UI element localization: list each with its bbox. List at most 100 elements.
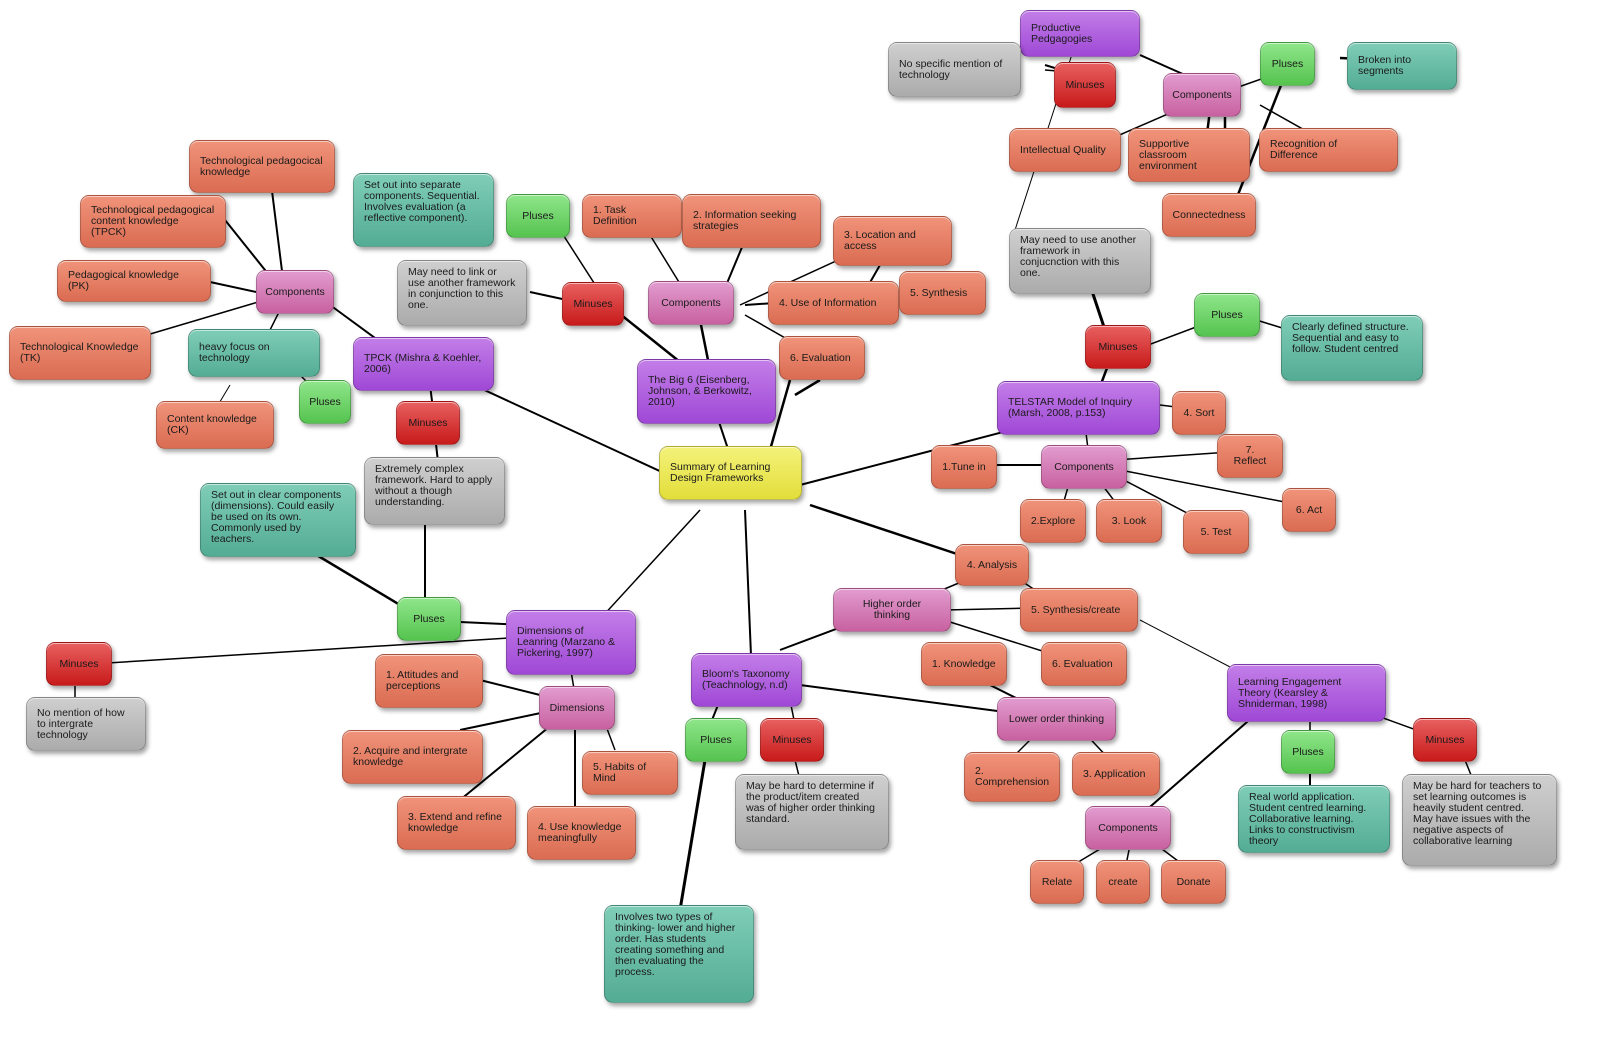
note-may-need-link[interactable]: May need to link or use another framewor… xyxy=(397,260,527,326)
framework-label: TELSTAR Model of Inquiry (Marsh, 2008, p… xyxy=(1008,396,1133,419)
item-reflect[interactable]: 7. Reflect xyxy=(1217,434,1283,478)
minuses-node[interactable]: Minuses xyxy=(760,718,824,762)
pluses-node[interactable]: Pluses xyxy=(1260,42,1315,86)
framework-productive-pedagogies[interactable]: Productive Pedgagogies xyxy=(1020,10,1140,57)
item-label: Connectedness xyxy=(1172,208,1246,221)
minuses-node[interactable]: Minuses xyxy=(396,401,460,445)
components-node[interactable]: Components xyxy=(1163,73,1241,117)
framework-tpck[interactable]: TPCK (Mishra & Koehler, 2006) xyxy=(353,337,494,391)
dimensions-label: Dimensions xyxy=(549,701,605,714)
item-comprehension[interactable]: 2. Comprehension xyxy=(964,752,1060,802)
item-evaluation[interactable]: 6. Evaluation xyxy=(1041,642,1127,686)
item-use-knowledge[interactable]: 4. Use knowledge meaningfully xyxy=(527,806,636,860)
item-task-definition[interactable]: 1. Task Definition xyxy=(582,194,682,238)
note-heavy-focus-technology[interactable]: heavy focus on technology xyxy=(188,329,320,377)
item-donate[interactable]: Donate xyxy=(1161,860,1226,904)
minuses-node[interactable]: Minuses xyxy=(1054,62,1116,108)
framework-big-6[interactable]: The Big 6 (Eisenberg, Johnson, & Berkowi… xyxy=(637,359,776,424)
note-text: May need to link or use another framewor… xyxy=(408,266,516,311)
pluses-node[interactable]: Pluses xyxy=(506,194,570,238)
note-set-out-separate[interactable]: Set out into separate components. Sequen… xyxy=(353,173,494,247)
dimensions-node[interactable]: Dimensions xyxy=(539,686,615,730)
components-node[interactable]: Components xyxy=(648,281,734,325)
root-node[interactable]: Summary of Learning Design Frameworks xyxy=(659,446,802,500)
note-text: No specific mention of technology xyxy=(899,57,1003,81)
note-extremely-complex[interactable]: Extremely complex framework. Hard to app… xyxy=(364,457,505,525)
framework-telstar[interactable]: TELSTAR Model of Inquiry (Marsh, 2008, p… xyxy=(997,381,1160,435)
edge xyxy=(1134,714,1256,821)
pluses-node[interactable]: Pluses xyxy=(1281,730,1335,774)
item-label: 1.Tune in xyxy=(942,460,986,473)
item-label: Technological pedagocical knowledge xyxy=(200,154,323,178)
item-label: 3. Location and access xyxy=(844,229,916,252)
minuses-node[interactable]: Minuses xyxy=(1085,325,1151,369)
framework-dimensions-of-learning[interactable]: Dimensions of Leanring (Marzano & Picker… xyxy=(506,610,636,675)
item-tune-in[interactable]: 1.Tune in xyxy=(931,445,997,489)
item-use-of-information[interactable]: 4. Use of Information xyxy=(768,281,899,325)
pluses-node[interactable]: Pluses xyxy=(685,718,747,762)
edge xyxy=(799,424,1031,486)
pluses-node[interactable]: Pluses xyxy=(1194,293,1260,337)
note-no-technology[interactable]: No specific mention of technology xyxy=(888,42,1021,97)
note-text: May need to use another framework in con… xyxy=(1020,234,1137,279)
components-node[interactable]: Components xyxy=(1085,806,1171,850)
note-broken-into-segments[interactable]: Broken into segments xyxy=(1347,42,1457,90)
note-text: May be hard for teachers to set learning… xyxy=(1413,780,1542,847)
lower-order-thinking-node[interactable]: Lower order thinking xyxy=(997,697,1116,741)
item-knowledge[interactable]: 1. Knowledge xyxy=(921,642,1007,686)
item-analysis[interactable]: 4. Analysis xyxy=(955,544,1029,586)
item-recognition-of-difference[interactable]: Recognition of Difference xyxy=(1259,128,1398,172)
item-supportive-classroom[interactable]: Supportive classroom environment xyxy=(1128,128,1250,182)
item-tpk[interactable]: Technological pedagocical knowledge xyxy=(189,140,335,193)
item-extend-refine[interactable]: 3. Extend and refine knowledge xyxy=(397,796,516,850)
item-attitudes[interactable]: 1. Attitudes and perceptions xyxy=(375,654,483,708)
item-information-seeking[interactable]: 2. Information seeking strategies xyxy=(682,194,821,248)
note-clearly-defined[interactable]: Clearly defined structure. Sequential an… xyxy=(1281,315,1423,381)
item-application[interactable]: 3. Application xyxy=(1072,752,1160,796)
higher-order-thinking-node[interactable]: Higher order thinking xyxy=(833,588,951,632)
note-text: Broken into segments xyxy=(1358,54,1412,77)
item-label: 2. Information seeking strategies xyxy=(693,209,797,232)
minuses-node[interactable]: Minuses xyxy=(562,282,624,326)
note-real-world-application[interactable]: Real world application. Student centred … xyxy=(1238,785,1390,853)
item-act[interactable]: 6. Act xyxy=(1282,488,1336,532)
item-explore[interactable]: 2.Explore xyxy=(1020,499,1086,543)
item-pk[interactable]: Pedagogical knowledge (PK) xyxy=(57,260,211,302)
item-tk[interactable]: Technological Knowledge (TK) xyxy=(9,326,151,380)
item-synthesis-create[interactable]: 5. Synthesis/create xyxy=(1020,588,1138,632)
item-ck[interactable]: Content knowledge (CK) xyxy=(156,401,274,449)
item-create[interactable]: create xyxy=(1096,860,1150,904)
item-intellectual-quality[interactable]: Intellectual Quality xyxy=(1009,128,1121,172)
item-synthesis[interactable]: 5. Synthesis xyxy=(899,271,986,315)
item-sort[interactable]: 4. Sort xyxy=(1172,391,1226,435)
note-may-need-another[interactable]: May need to use another framework in con… xyxy=(1009,228,1151,294)
note-two-types-thinking[interactable]: Involves two types of thinking- lower an… xyxy=(604,905,754,1003)
pluses-node[interactable]: Pluses xyxy=(299,380,351,424)
item-relate[interactable]: Relate xyxy=(1030,860,1084,904)
item-tpck[interactable]: Technological pedagogical content knowle… xyxy=(80,195,226,248)
minuses-node[interactable]: Minuses xyxy=(1413,718,1477,762)
components-node[interactable]: Components xyxy=(256,270,334,314)
item-evaluation[interactable]: 6. Evaluation xyxy=(779,336,865,380)
note-hard-to-determine[interactable]: May be hard to determine if the product/… xyxy=(735,774,889,850)
note-no-mention-integrate[interactable]: No mention of how to intergrate technolo… xyxy=(26,697,146,751)
framework-blooms-taxonomy[interactable]: Bloom's Taxonomy (Teachnology, n.d) xyxy=(691,653,802,707)
note-text: heavy focus on technology xyxy=(199,341,270,364)
note-set-out-clear[interactable]: Set out in clear components (dimensions)… xyxy=(200,483,356,557)
minuses-node[interactable]: Minuses xyxy=(46,642,112,686)
item-habits-of-mind[interactable]: 5. Habits of Mind xyxy=(582,751,678,795)
item-look[interactable]: 3. Look xyxy=(1096,499,1162,543)
group-label: Higher order thinking xyxy=(862,598,922,621)
pluses-node[interactable]: Pluses xyxy=(397,597,461,641)
framework-learning-engagement-theory[interactable]: Learning Engagement Theory (Kearsley & S… xyxy=(1227,664,1386,722)
item-connectedness[interactable]: Connectedness xyxy=(1162,193,1256,237)
note-text: May be hard to determine if the product/… xyxy=(746,780,875,825)
note-hard-for-teachers[interactable]: May be hard for teachers to set learning… xyxy=(1402,774,1557,866)
item-acquire-integrate[interactable]: 2. Acquire and intergrate knowledge xyxy=(342,730,483,784)
item-label: 3. Extend and refine knowledge xyxy=(408,811,502,834)
components-node[interactable]: Components xyxy=(1041,445,1127,489)
pluses-label: Pluses xyxy=(1292,745,1324,758)
item-location-access[interactable]: 3. Location and access xyxy=(833,216,952,266)
item-test[interactable]: 5. Test xyxy=(1183,510,1249,554)
